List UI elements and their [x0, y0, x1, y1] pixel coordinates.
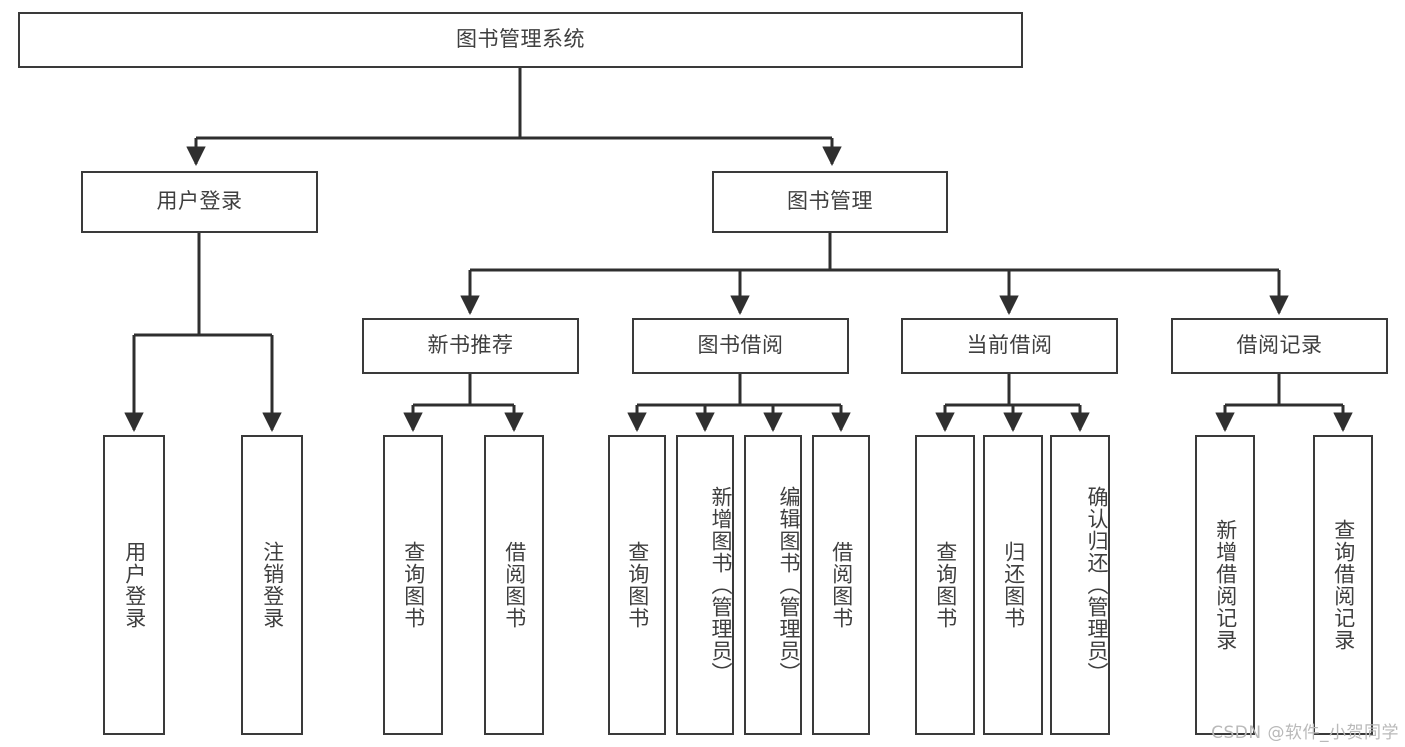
node-leaf-return-book[interactable]: 归还图书	[983, 435, 1043, 735]
node-borrow-record-label: 借阅记录	[1236, 333, 1323, 358]
node-book-management-label: 图书管理	[787, 189, 873, 214]
node-leaf-query-book-borrow[interactable]: 查询图书	[608, 435, 666, 735]
node-current-borrow[interactable]: 当前借阅	[901, 318, 1118, 374]
node-leaf-query-borrow-record[interactable]: 查询借阅记录	[1313, 435, 1373, 735]
node-leaf-add-borrow-record[interactable]: 新增借阅记录	[1195, 435, 1255, 735]
node-leaf-logout-label: 注销登录	[260, 541, 285, 629]
node-leaf-query-borrow-record-label: 查询借阅记录	[1331, 519, 1356, 651]
node-new-book-recommend[interactable]: 新书推荐	[362, 318, 579, 374]
node-leaf-return-book-label: 归还图书	[1001, 541, 1026, 629]
node-leaf-add-borrow-record-label: 新增借阅记录	[1213, 519, 1238, 651]
node-leaf-user-login[interactable]: 用户登录	[103, 435, 165, 735]
node-leaf-user-login-label: 用户登录	[122, 541, 147, 629]
node-borrow-record[interactable]: 借阅记录	[1171, 318, 1388, 374]
node-leaf-edit-book[interactable]: 编辑图书（管理员）	[744, 435, 802, 735]
node-root-label: 图书管理系统	[456, 27, 585, 52]
node-root[interactable]: 图书管理系统	[18, 12, 1023, 68]
node-current-borrow-label: 当前借阅	[966, 333, 1053, 358]
node-leaf-borrow-book-recommend[interactable]: 借阅图书	[484, 435, 544, 735]
node-leaf-query-book-current[interactable]: 查询图书	[915, 435, 975, 735]
node-book-borrow[interactable]: 图书借阅	[632, 318, 849, 374]
node-new-book-recommend-label: 新书推荐	[427, 333, 514, 358]
node-leaf-borrow-book-label: 借阅图书	[829, 541, 854, 629]
node-leaf-query-book-recommend-label: 查询图书	[401, 541, 426, 629]
node-user-login-label: 用户登录	[156, 189, 243, 214]
node-user-login[interactable]: 用户登录	[81, 171, 318, 233]
node-leaf-add-book[interactable]: 新增图书（管理员）	[676, 435, 734, 735]
node-leaf-query-book-current-label: 查询图书	[933, 541, 958, 629]
node-leaf-edit-book-label: 编辑图书（管理员）	[777, 486, 801, 684]
watermark: CSDN @软件_小贺同学	[1211, 723, 1399, 743]
node-leaf-add-book-label: 新增图书（管理员）	[709, 486, 733, 684]
node-leaf-query-book-recommend[interactable]: 查询图书	[383, 435, 443, 735]
node-book-borrow-label: 图书借阅	[697, 333, 784, 358]
node-leaf-borrow-book[interactable]: 借阅图书	[812, 435, 870, 735]
node-leaf-confirm-return-label: 确认归还（管理员）	[1085, 486, 1109, 684]
node-leaf-logout[interactable]: 注销登录	[241, 435, 303, 735]
node-leaf-confirm-return[interactable]: 确认归还（管理员）	[1050, 435, 1110, 735]
node-leaf-borrow-book-recommend-label: 借阅图书	[502, 541, 527, 629]
node-leaf-query-book-borrow-label: 查询图书	[625, 541, 650, 629]
node-book-management[interactable]: 图书管理	[712, 171, 948, 233]
